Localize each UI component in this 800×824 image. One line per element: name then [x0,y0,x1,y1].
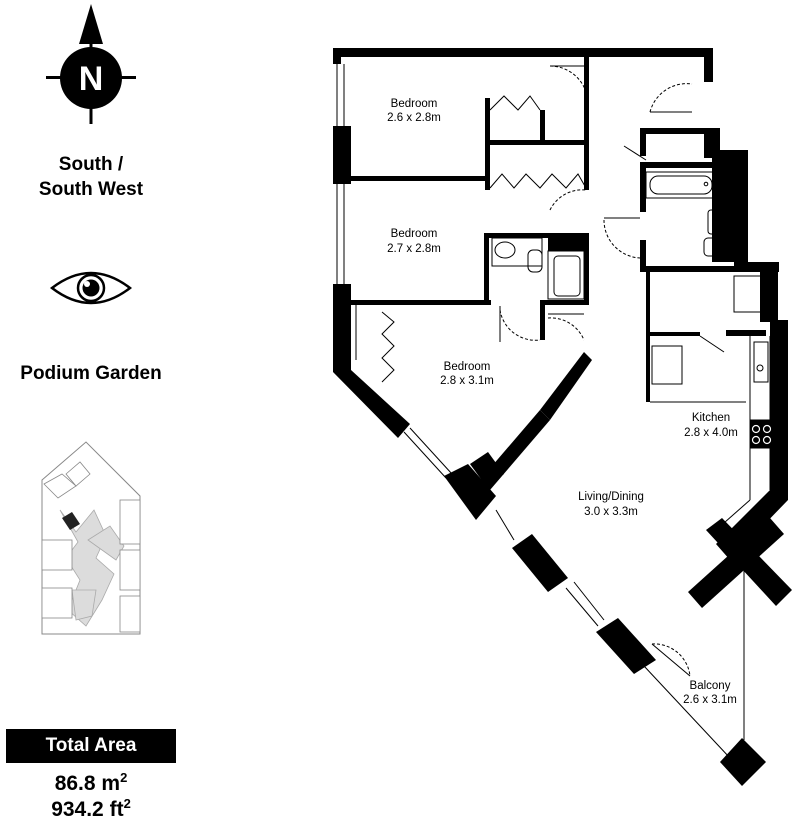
orientation-line-1: South / [58,154,124,175]
total-area-header: Total Area [6,729,176,763]
north-letter: N [79,60,104,98]
total-area-sqft: 934.2 ft2 [0,796,182,822]
area-sqm-value: 86.8 m [54,772,121,795]
north-arrow-icon: N [46,4,136,124]
orientation-label: South / South West [0,152,182,202]
area-sqft-value: 934.2 ft [51,798,124,821]
room-bedroom-2-name: Bedroom [391,228,438,240]
room-living-dims: 3.0 x 3.3m [584,506,638,518]
eye-icon [50,271,132,305]
room-bedroom-3-name: Bedroom [444,361,491,373]
site-keyplan [41,441,141,635]
room-bedroom-2-dims: 2.7 x 2.8m [387,243,441,255]
view-label: Podium Garden [20,363,162,384]
room-living-name: Living/Dining [578,491,644,503]
room-balcony-dims: 2.6 x 3.1m [683,694,737,706]
room-bedroom-1-dims: 2.6 x 2.8m [387,112,441,124]
area-sqm-unit: 2 [120,770,128,785]
room-kitchen-name: Kitchen [692,412,730,424]
room-balcony-name: Balcony [690,680,731,692]
total-area-sqm: 86.8 m2 [0,770,182,796]
area-sqft-unit: 2 [123,796,131,811]
room-bedroom-3-dims: 2.8 x 3.1m [440,375,494,387]
room-kitchen-dims: 2.8 x 4.0m [684,427,738,439]
room-bedroom-1-name: Bedroom [391,98,438,110]
orientation-line-2: South West [38,179,144,200]
